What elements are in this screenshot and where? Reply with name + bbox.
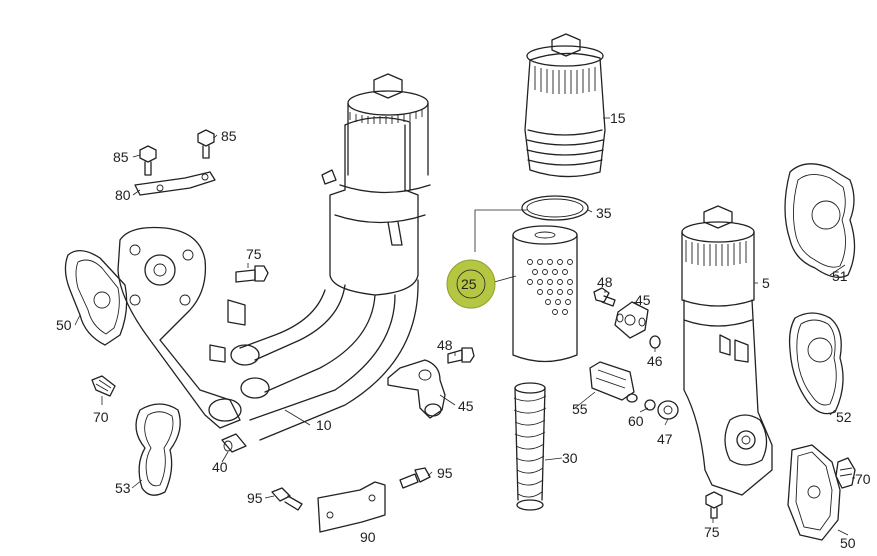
label-10[interactable]: 10 [316, 417, 332, 433]
selected-part-ring [456, 269, 486, 299]
label-75-upper[interactable]: 75 [246, 246, 262, 262]
bolt-75-upper[interactable] [235, 265, 269, 283]
bolt-75-lower[interactable] [705, 491, 723, 519]
bolt-85-right[interactable] [197, 129, 215, 159]
sleeve-40[interactable] [221, 433, 247, 453]
label-51[interactable]: 51 [832, 268, 848, 284]
filter-cap-15[interactable] [524, 33, 606, 178]
gasket-53[interactable] [135, 403, 181, 496]
label-80[interactable]: 80 [115, 187, 131, 203]
label-90[interactable]: 90 [360, 529, 376, 545]
gasket-50-right[interactable] [787, 444, 841, 541]
label-15[interactable]: 15 [610, 110, 626, 126]
connector-45-right[interactable] [614, 301, 649, 339]
o-ring-46[interactable] [649, 335, 661, 349]
label-95-right[interactable]: 95 [437, 465, 453, 481]
label-85-left[interactable]: 85 [113, 149, 129, 165]
label-55[interactable]: 55 [572, 401, 588, 417]
label-75-lower[interactable]: 75 [704, 524, 720, 540]
label-45-center[interactable]: 45 [458, 398, 474, 414]
label-70-right[interactable]: 70 [855, 471, 871, 487]
label-48-right[interactable]: 48 [597, 274, 613, 290]
label-52[interactable]: 52 [836, 409, 852, 425]
bolt-85-left[interactable] [139, 145, 157, 176]
label-45-right[interactable]: 45 [635, 292, 651, 308]
oil-filter-housing-10[interactable] [117, 73, 431, 441]
bracket-80[interactable] [134, 171, 216, 196]
label-48-center[interactable]: 48 [437, 337, 453, 353]
leader-lines [74, 117, 855, 536]
label-60[interactable]: 60 [628, 413, 644, 429]
gasket-50-left[interactable] [64, 250, 128, 346]
bolt-48-right[interactable] [593, 287, 616, 307]
part-labels: 85 85 80 75 50 70 53 40 10 95 95 90 48 4… [56, 110, 871, 551]
label-47[interactable]: 47 [657, 431, 673, 447]
label-95-left[interactable]: 95 [247, 490, 263, 506]
bolt-95-left[interactable] [271, 487, 303, 511]
spring-insert-30[interactable] [513, 382, 547, 511]
label-40[interactable]: 40 [212, 459, 228, 475]
o-ring-35[interactable] [521, 195, 589, 221]
label-35[interactable]: 35 [596, 205, 612, 221]
label-85-right[interactable]: 85 [221, 128, 237, 144]
filter-element-25[interactable] [512, 225, 578, 363]
label-70-left[interactable]: 70 [93, 409, 109, 425]
label-53[interactable]: 53 [115, 480, 131, 496]
sensor-70-right[interactable] [835, 457, 856, 489]
selected-part-highlight [446, 259, 496, 309]
valve-55[interactable] [589, 361, 638, 403]
sensor-70-left[interactable] [91, 375, 116, 397]
label-46[interactable]: 46 [647, 353, 663, 369]
gasket-52[interactable] [788, 312, 844, 415]
bolt-48-center[interactable] [447, 347, 475, 364]
label-5[interactable]: 5 [762, 275, 770, 291]
label-50-left[interactable]: 50 [56, 317, 72, 333]
bracket-90[interactable] [317, 481, 386, 533]
bolt-95-right[interactable] [399, 467, 431, 489]
connector-45-center[interactable] [387, 359, 446, 419]
seal-60[interactable] [644, 399, 656, 411]
label-30[interactable]: 30 [562, 450, 578, 466]
label-25[interactable]: 25 [461, 276, 477, 292]
gasket-51[interactable] [784, 163, 856, 278]
oil-filter-housing-5[interactable] [681, 205, 773, 496]
washer-47[interactable] [657, 400, 679, 420]
label-50-right[interactable]: 50 [840, 535, 856, 551]
